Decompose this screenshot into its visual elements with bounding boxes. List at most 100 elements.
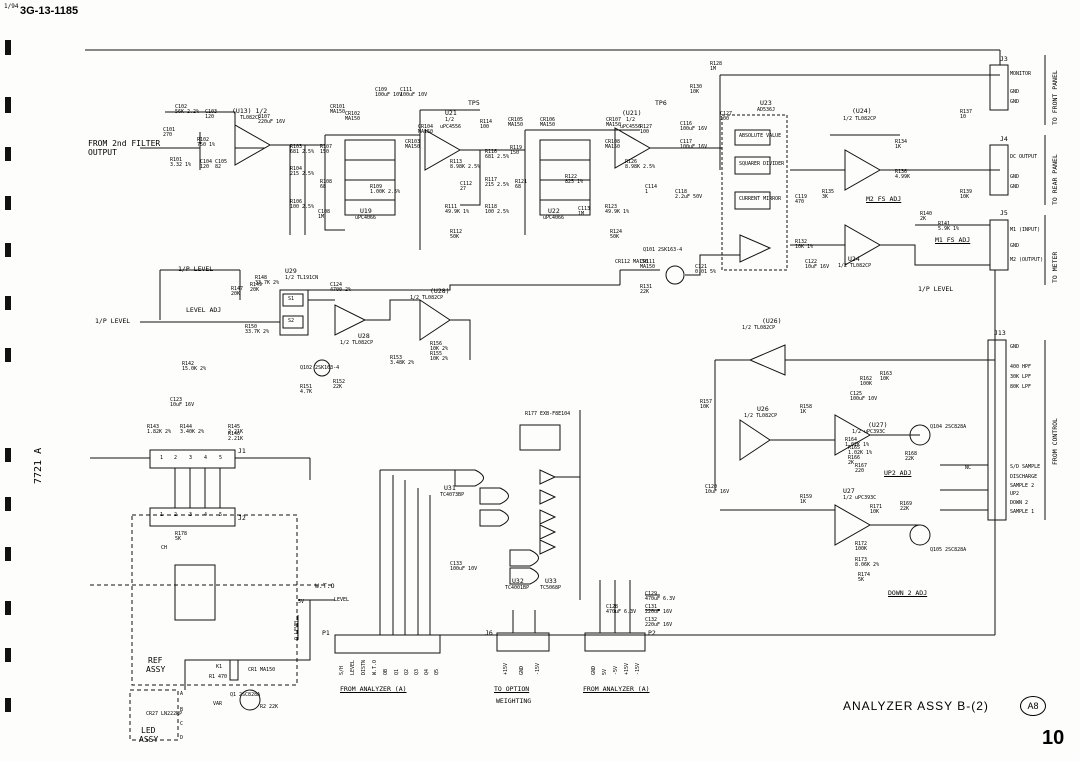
component-ref: R144	[180, 424, 193, 430]
component-value: 100K	[855, 546, 868, 552]
ic-u28a-b: 1/2 TL082CP	[410, 295, 444, 301]
component-ref: R112	[450, 229, 463, 235]
j1-pin: 2	[174, 455, 178, 461]
ic-u24a-a: (U24)	[852, 107, 872, 115]
component-value: 100 2.5%	[485, 209, 510, 215]
var-label: VAR	[213, 701, 223, 707]
component-value: 10uF 16V	[170, 402, 195, 408]
component-ref: R117	[485, 177, 498, 183]
component-value: 2.2uF 50V	[675, 194, 703, 200]
binder-mark	[5, 497, 11, 511]
component-ref: R155	[430, 351, 443, 357]
component-ref: C123	[170, 397, 183, 403]
component-ref: R135	[822, 189, 835, 195]
component-value: 470uF 6.3V	[606, 609, 637, 615]
component-value: 49.9K 1%	[445, 209, 470, 215]
connector-j4: J4	[1000, 135, 1008, 143]
q105: Q105 2SC828A	[930, 547, 967, 553]
component-value: 5K	[175, 536, 182, 542]
ic-u24b-b: 1/2 TL082CP	[838, 263, 872, 269]
component-ref: C132	[645, 617, 658, 623]
component-value: 2.21K	[228, 436, 244, 442]
component-ref: R166	[848, 455, 861, 461]
component-ref: CR105	[508, 117, 524, 123]
component-ref: R173	[855, 557, 868, 563]
input-label: FROM 2nd FILTER	[88, 139, 161, 148]
component-value: 50K	[450, 234, 460, 240]
component-ref: R152	[333, 379, 346, 385]
component-ref: C120	[705, 484, 718, 490]
component-ref: C101	[163, 127, 176, 133]
ic-u24b-a: U24	[848, 255, 860, 263]
ic-u22-b: uPC4066	[543, 215, 565, 221]
connector-j6: J6	[485, 629, 493, 637]
ic-u29-a: U29	[285, 267, 297, 275]
component-value: 22K	[905, 456, 915, 462]
u23-block-sq: SQUARER DIVIDER	[739, 161, 785, 167]
component-value: 1.00K 2.5%	[370, 189, 401, 195]
ic-u26a-b: 1/2 TL082CP	[742, 325, 776, 331]
ic-u32-b: TC4001BP	[505, 585, 530, 591]
j2-pin: 1	[160, 512, 164, 518]
ref-assy-1: REF	[148, 656, 163, 665]
component-ref: R165	[848, 445, 861, 451]
p1-pin: DISTN	[361, 659, 367, 675]
j5-pin: M2 (OUTPUT)	[1010, 257, 1044, 263]
component-value: 1K	[800, 499, 807, 505]
binder-mark	[5, 196, 11, 210]
component-value: 120	[205, 114, 215, 120]
component-value: MA150	[330, 109, 346, 115]
component-value: 33.7K 2%	[255, 280, 280, 286]
ic-u13-b: TL082CP	[240, 115, 262, 121]
binder-mark	[5, 601, 11, 615]
component-value: 82	[215, 164, 222, 170]
p2-pin: -5V	[613, 665, 619, 675]
component-ref: C133	[450, 561, 463, 567]
wto-label: W.T.O	[315, 582, 335, 590]
ic-u23-b: AD536J	[757, 107, 776, 113]
component-ref: R157	[700, 399, 713, 405]
j5-group: TO METER	[1051, 251, 1059, 283]
component-value: 470uF 6.3V	[645, 596, 676, 602]
component-ref: R156	[430, 341, 443, 347]
component-value: MA150	[418, 129, 434, 135]
component-value: 10K	[960, 194, 970, 200]
component-value: 10K 2%	[430, 356, 449, 362]
j1-pin: 1	[160, 455, 164, 461]
ic-u33-b: TC5068P	[540, 585, 562, 591]
component-value: 33.7K 2%	[245, 329, 270, 335]
connector-j13: J13	[994, 329, 1006, 337]
component-ref: R103	[290, 144, 303, 150]
component-value: 5.9K 1%	[938, 226, 960, 232]
component-ref: R128	[710, 61, 723, 67]
ic-u26a-a: (U26)	[762, 317, 782, 325]
component-ref: R143	[147, 424, 160, 430]
component-value: 3.40K 2%	[180, 429, 205, 435]
